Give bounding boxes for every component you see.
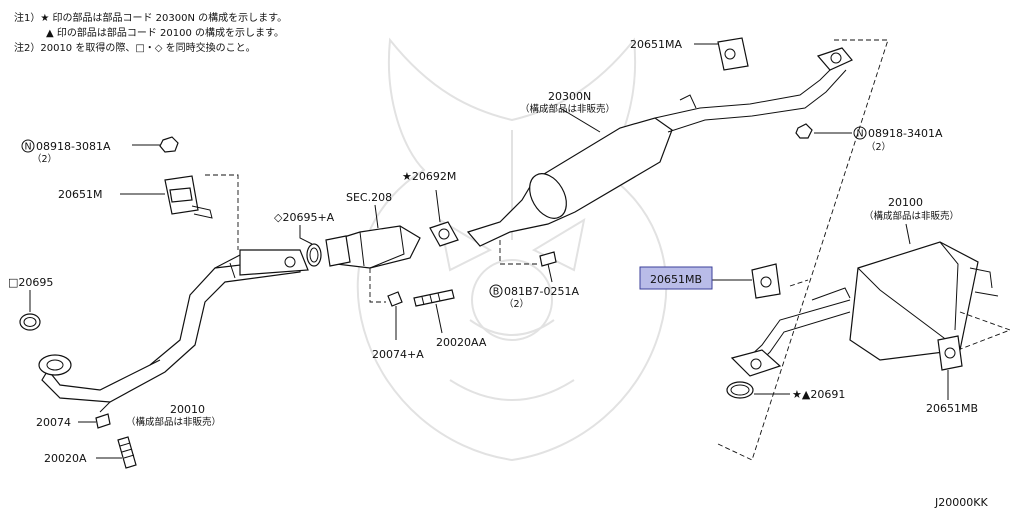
label-20651M[interactable]: 20651M — [58, 188, 102, 201]
bracket-20651MB-right[interactable] — [937, 335, 963, 371]
label-20100-note: （構成部品は非販売） — [864, 210, 959, 222]
nut-08918-3401A[interactable] — [795, 123, 813, 139]
label-08918-3401A-qty: （2） — [866, 141, 891, 153]
bracket-20651MA[interactable] — [717, 37, 749, 71]
label-20010[interactable]: 20010 — [170, 403, 205, 416]
bolt-081B7-0251A[interactable] — [539, 251, 557, 283]
label-081B7-0251A[interactable]: 081B7-0251A — [504, 285, 580, 298]
label-08918-3081A-qty: （2） — [32, 153, 57, 165]
bracket-20651MB-left[interactable] — [751, 263, 781, 299]
circle-n-left-letter: N — [25, 142, 32, 153]
label-20300N-note: （構成部品は非販売） — [520, 103, 615, 115]
nut-20074[interactable] — [95, 413, 111, 429]
gasket-20691[interactable] — [726, 381, 754, 399]
front-tube-20010[interactable] — [38, 249, 309, 413]
circle-n-right-letter: N — [857, 129, 864, 140]
label-08918-3081A[interactable]: 08918-3081A — [36, 140, 111, 153]
label-20695[interactable]: □20695 — [8, 276, 53, 289]
stud-20020AA[interactable] — [413, 289, 455, 307]
label-20020A[interactable]: 20020A — [44, 452, 87, 465]
nut-20074-A[interactable] — [387, 291, 403, 307]
note-1: 注1）★ 印の部品は部品コード 20300N の構成を示します。 — [14, 11, 287, 24]
front-flange — [38, 354, 72, 376]
label-20010-note: （構成部品は非販売） — [126, 416, 221, 428]
circle-n-left — [21, 139, 35, 153]
circle-b-letter: B — [493, 287, 500, 298]
label-20651MB-highlight[interactable]: 20651MB — [650, 273, 702, 286]
diagram-id: J20000KK — [934, 496, 988, 509]
gasket-20695[interactable] — [19, 313, 41, 331]
gasket-20695-A[interactable] — [306, 243, 322, 267]
rear-flange — [239, 249, 309, 276]
label-20100[interactable]: 20100 — [888, 196, 923, 209]
label-20020AA[interactable]: 20020AA — [436, 336, 487, 349]
nut-08918-3081A[interactable] — [159, 136, 179, 153]
label-20691[interactable]: ★▲20691 — [792, 388, 845, 401]
label-20651MA[interactable]: 20651MA — [630, 38, 682, 51]
center-muffler-20300N[interactable] — [466, 47, 853, 247]
note-2: 注2）20010 を取得の際、□・◇ を同時交換のこと。 — [14, 41, 256, 54]
highlight-20651MB[interactable] — [639, 266, 713, 290]
label-20695-A[interactable]: ◇20695+A — [274, 211, 335, 224]
bolt-20020A[interactable] — [117, 436, 137, 469]
label-20651MB[interactable]: 20651MB — [926, 402, 978, 415]
label-20300N[interactable]: 20300N — [548, 90, 591, 103]
note-1b: ▲ 印の部品は部品コード 20100 の構成を示します。 — [46, 26, 284, 39]
circle-n-right — [853, 126, 867, 140]
catalytic-converter-sec208[interactable] — [325, 225, 421, 269]
label-20074-A[interactable]: 20074+A — [372, 348, 424, 361]
label-08918-3401A[interactable]: 08918-3401A — [868, 127, 943, 140]
mount-20651M[interactable] — [164, 175, 213, 219]
main-muffler-20100[interactable] — [730, 241, 999, 377]
label-sec208[interactable]: SEC.208 — [346, 191, 392, 204]
gasket-20692M[interactable] — [429, 221, 459, 247]
watermark-emblem — [356, 37, 668, 462]
circle-b — [489, 284, 503, 298]
label-20074[interactable]: 20074 — [36, 416, 71, 429]
label-081B7-0251A-qty: （2） — [504, 298, 529, 310]
label-20692M[interactable]: ★20692M — [402, 170, 456, 183]
